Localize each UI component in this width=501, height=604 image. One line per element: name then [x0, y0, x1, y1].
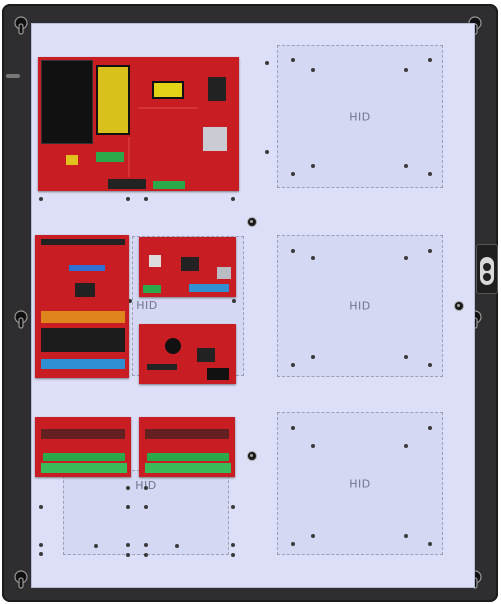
keyhole-icon: [14, 310, 28, 329]
mounting-screw-icon: [247, 451, 257, 461]
enclosure-cabinet: HID HID HID HID HID: [2, 4, 498, 602]
hid-slot-label: HID: [349, 110, 371, 123]
hid-slot-label: HID: [349, 299, 371, 313]
hid-slot-1[interactable]: HID: [277, 45, 443, 188]
controller-board[interactable]: [35, 235, 129, 378]
hid-slot-label: HID: [136, 299, 158, 312]
keyhole-icon: [14, 16, 28, 35]
output-board-left[interactable]: [35, 417, 131, 477]
mounting-screw-icon: [454, 301, 464, 311]
output-board-right[interactable]: [139, 417, 235, 477]
hid-slot-3[interactable]: HID: [277, 412, 443, 555]
hid-slot-5[interactable]: HID: [63, 470, 229, 555]
door-hinge: [6, 74, 20, 78]
hid-slot-2[interactable]: HID: [277, 235, 443, 377]
hid-slot-label: HID: [349, 477, 371, 490]
hid-slot-label: HID: [64, 479, 228, 492]
mounting-screw-icon: [247, 217, 257, 227]
lock-icon[interactable]: [476, 244, 498, 294]
keyhole-icon: [14, 570, 28, 589]
power-distribution-board[interactable]: [139, 324, 236, 384]
reader-interface-board[interactable]: [139, 237, 236, 297]
power-supply-board[interactable]: [38, 57, 239, 191]
back-plate: HID HID HID HID HID: [31, 23, 475, 588]
